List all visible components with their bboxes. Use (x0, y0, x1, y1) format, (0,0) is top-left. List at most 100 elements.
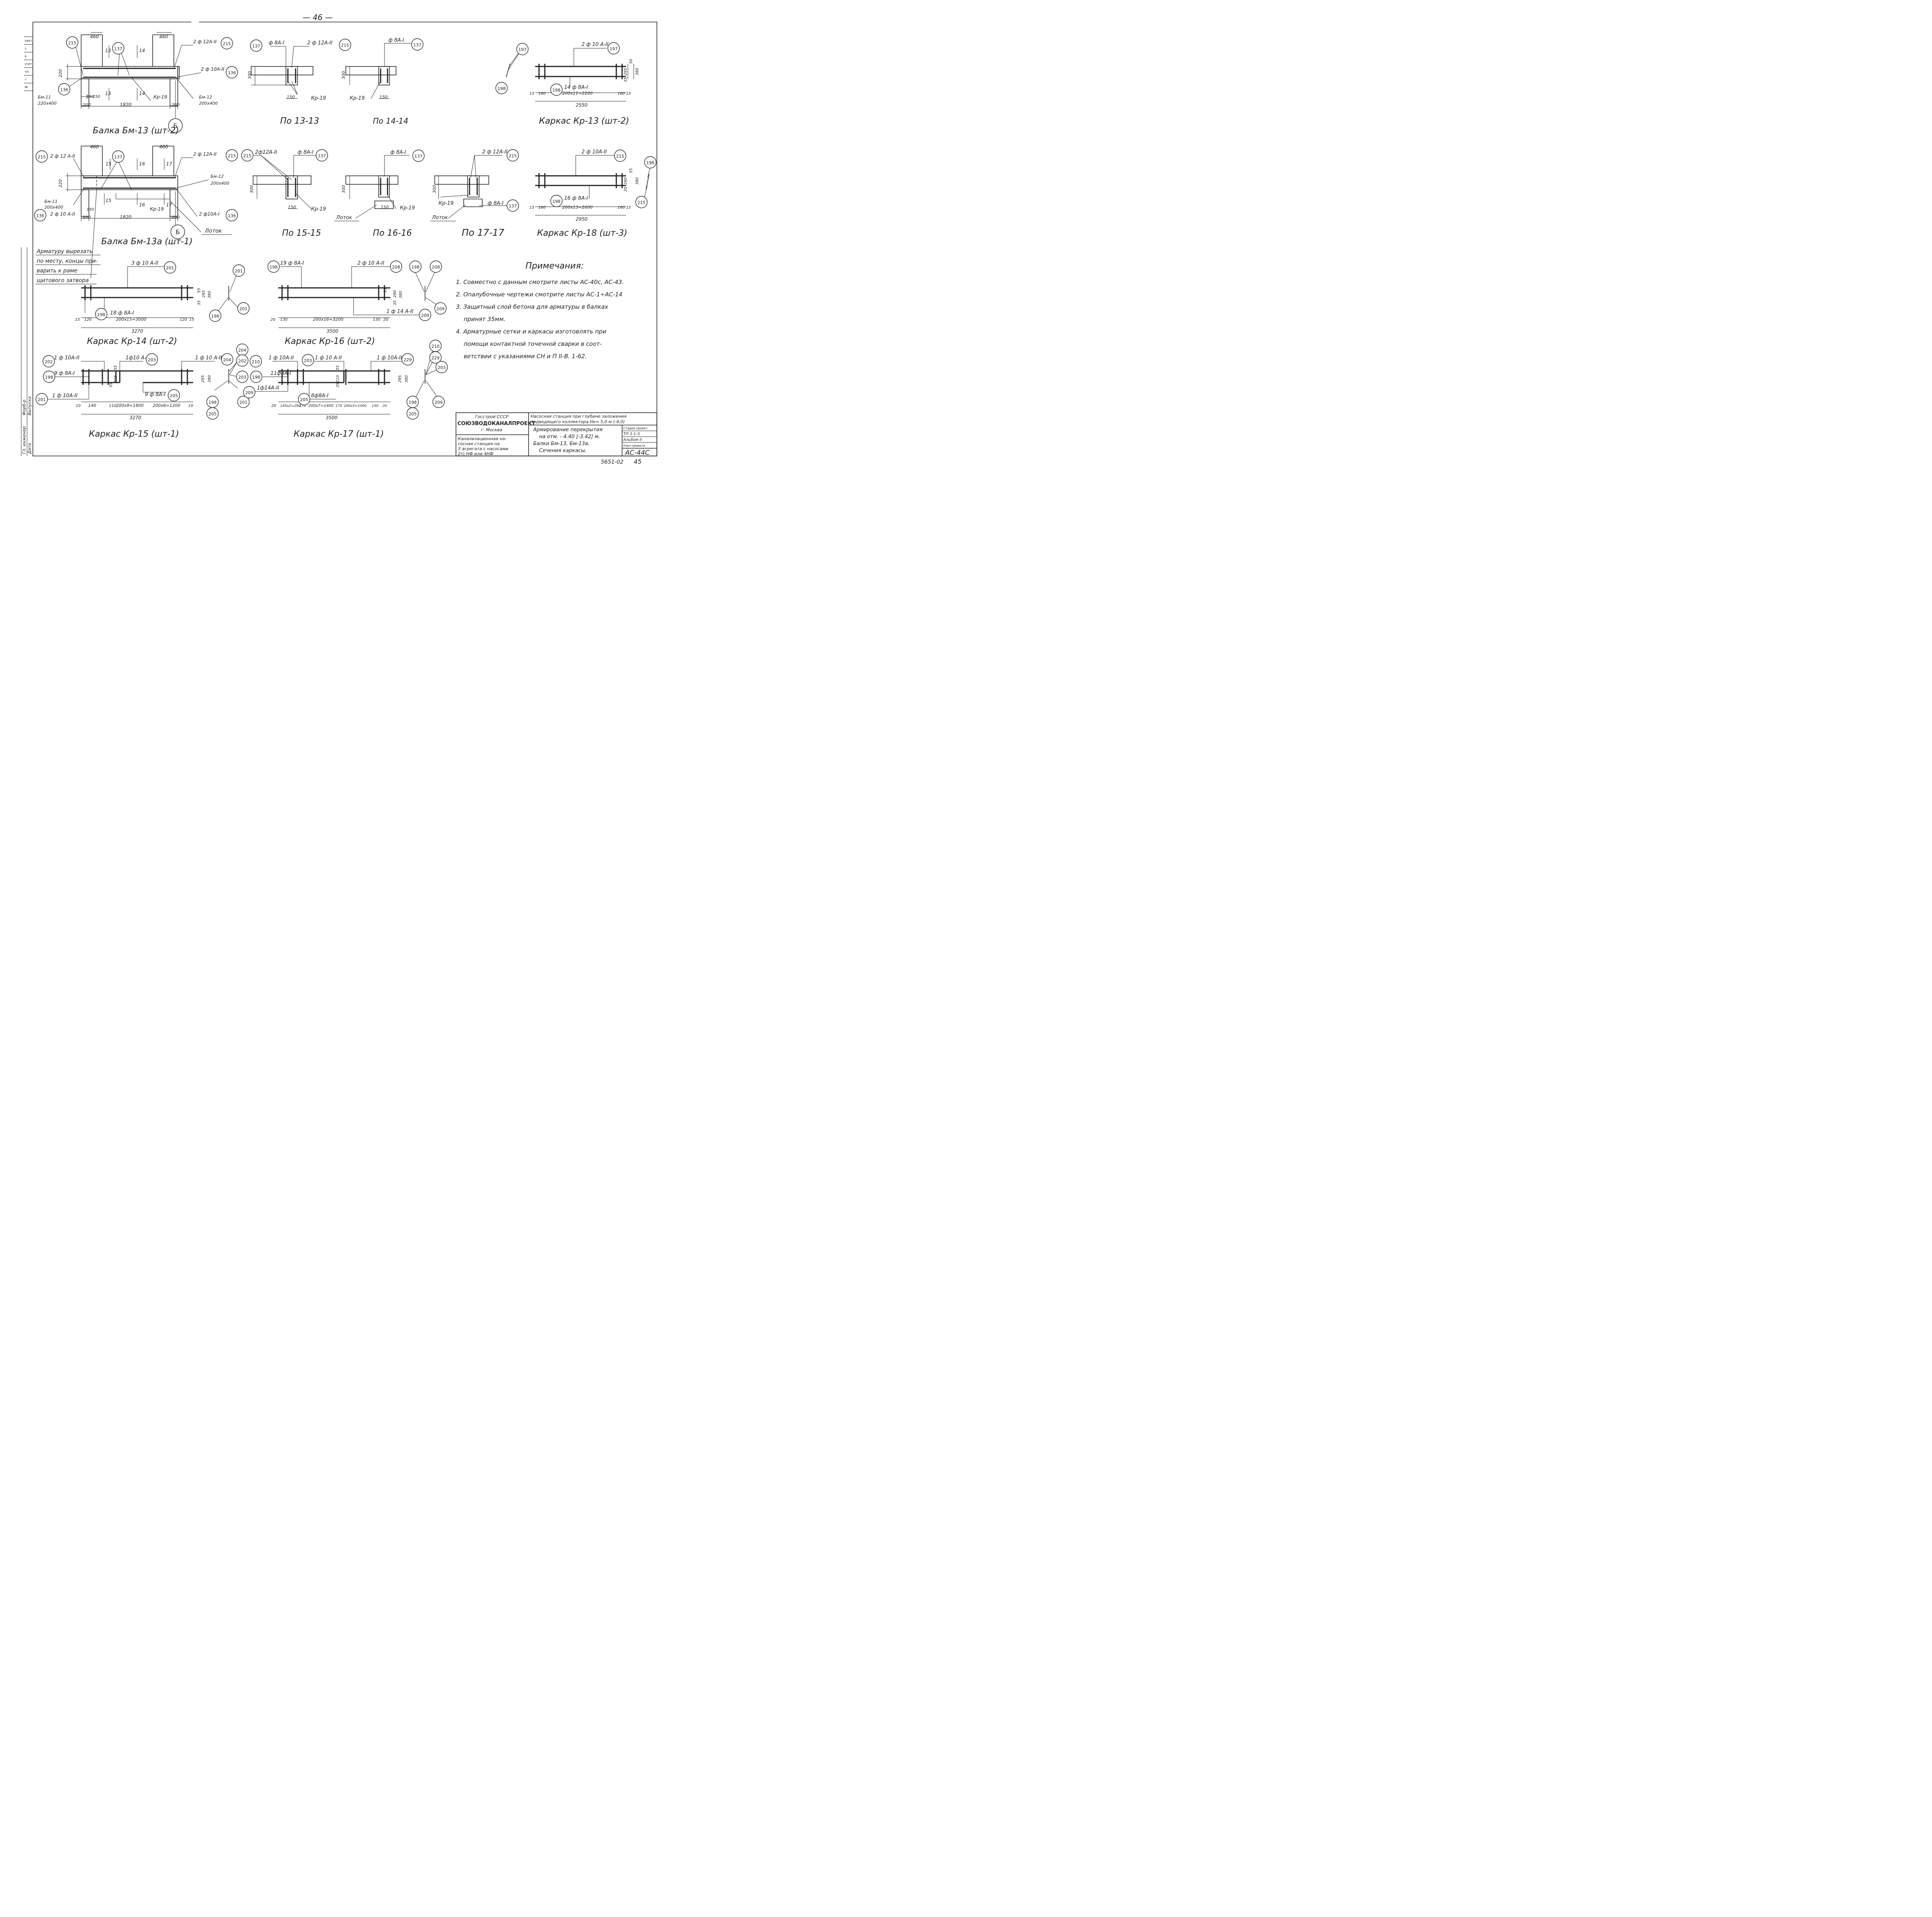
cut-note: Арматуру вырезать по месту, концы при- в… (36, 248, 100, 284)
kr17-mark-5: 205 (300, 397, 308, 402)
kr13-mark-1: 197 (610, 46, 618, 51)
tb-org-top: Госстрой СССР (475, 414, 509, 419)
kr17-dim-8: 170 (299, 404, 306, 408)
kr17-dim-11: 200х5=1000 (344, 404, 367, 408)
kr15-dim-1: 55 (114, 365, 118, 370)
kr13-dim-3: 380 (635, 68, 639, 75)
kr16-mark-4: 198 (412, 265, 420, 270)
stamp-line-3: Форб-р (22, 400, 27, 415)
sec16-label-3: Лоток (336, 215, 352, 221)
kr17-mark-8: 229 (432, 356, 440, 361)
bm13-mark-3: 215 (223, 41, 231, 46)
kr17-mark-10: 198 (409, 400, 417, 405)
strip-cell-5: ч/с (25, 70, 29, 73)
sec13-title: По 13-13 (280, 116, 319, 126)
strip-cell-4: учет (25, 62, 32, 66)
stamp-line-1: Гл. инженер (22, 426, 27, 454)
kr15-mark-6: 205 (170, 393, 178, 398)
beam-bm13-view: Б 460 460 220 150 150 200 1820 200 2 ф 1… (38, 32, 238, 136)
tb-sheet-title-1: Армирование перекрытия (533, 427, 602, 433)
sec13-mark-2: 215 (341, 43, 349, 48)
note-line-4: принят 35мм. (464, 316, 505, 323)
kr18-label-2: 16 ф 8А-I (564, 196, 588, 201)
sec15-mark-1: 215 (243, 153, 252, 158)
tb-station-2: сосная станция на (458, 441, 500, 446)
strip-cell-6: √ (25, 78, 27, 81)
sec17-label-3: ф 8А-I (488, 201, 503, 206)
kr15-mark-12: 201 (240, 400, 248, 405)
kr15-dim-12: 3270 (129, 415, 141, 420)
bm13a-label-15: 17 (166, 161, 172, 167)
kr17-dim-12: 150 (372, 404, 378, 408)
kr15-dim-10: 200х6=1200 (153, 403, 180, 408)
kr15-mark-9: 203 (238, 375, 247, 380)
kr18-dim-4: 35 (624, 187, 628, 192)
kr13-dim-2: 295 (624, 68, 628, 75)
kr15-label-1: 1 ф 10А-II (54, 355, 80, 361)
bm13-mark-5: 136 (60, 87, 68, 92)
bm13a-mark-5: 136 (36, 213, 44, 218)
bm13-mark-2: 137 (114, 46, 122, 51)
kr13-title: Каркас Кр-13 (шт-2) (539, 116, 629, 126)
left-strip: оект з в учет ч/с √ № Гл. инженер Дата Ф… (21, 36, 33, 456)
bm13-dim-4: 150 (87, 95, 94, 99)
kr15-mark-3: 204 (223, 357, 231, 362)
kr18-mark-3: 198 (646, 160, 655, 165)
tb-station-4: 2½ НФ или 4НФ (458, 451, 493, 456)
sec15-dim-2: 150 (288, 205, 296, 210)
bm13a-label-4: 200х400 (211, 181, 230, 186)
sec13-dim-2: 150 (287, 95, 295, 100)
bm13a-label-14: 16 (139, 202, 145, 208)
tb-sheet-title-3: Балки Бм-13, Бм-13а. (533, 441, 590, 447)
sec14-label-2: Кр-19 (350, 95, 365, 101)
bm13a-label-12: 15 (105, 198, 111, 203)
tb-inventory: 5651-02 (601, 459, 624, 465)
kr14-view: 55 295 380 35 15 120 200х15=3000 120 15 … (75, 260, 250, 346)
tb-station-3: 3 агрегата с насосами (458, 446, 508, 451)
tb-sheet-title-2: на отм. - 4.40 [-3.42] м. (539, 434, 600, 440)
kr13-dim-9: 15 (626, 92, 631, 96)
sec14-title: По 14-14 (373, 116, 408, 126)
strip-cell-7: № (25, 85, 28, 89)
tb-sheet-code: АС-44С (625, 449, 650, 457)
kr13-mark-4: 197 (519, 47, 527, 52)
strip-cell-1: оект (25, 39, 32, 43)
bm13a-label-8: 2 ф10А-I (199, 211, 220, 217)
tb-org: СОЮЗВОДОКАНАЛПРОЕКТ (457, 421, 535, 427)
kr15-mark-7: 204 (238, 348, 247, 353)
sec16-dim-2: 150 (381, 205, 389, 210)
kr16-mark-1: 198 (270, 265, 278, 270)
kr18-mark-1: 215 (616, 154, 624, 159)
sec15-mark-2: 137 (318, 153, 326, 158)
kr17-mark-11: 205 (409, 412, 417, 417)
bm13a-dim-2: 460 (159, 144, 168, 150)
sec16-mark-1: 137 (415, 154, 423, 159)
kr14-dim-8: 120 (180, 318, 187, 322)
kr17-label-6: 1 ф 10А-II (377, 355, 402, 361)
kr16-dim-3: 380 (399, 291, 403, 298)
kr13-dim-6: 160 (538, 92, 546, 96)
kr14-dim-2: 295 (202, 290, 206, 298)
kr13-mark-2: 198 (553, 88, 561, 93)
sec17-title: По 17-17 (462, 227, 505, 238)
kr15-view: 55 215 35 295 380 10 140 110 200х9=1800 … (36, 344, 250, 439)
note-line-3: 3. Защитный слой бетона для арматуры в б… (456, 303, 608, 310)
kr15-dim-4: 295 (201, 375, 205, 383)
kr16-mark-3: 209 (421, 313, 429, 318)
kr14-label-1: 3 ф 10 А-II (131, 260, 158, 266)
sec14-dim-1: 300 (341, 71, 346, 79)
kr13-label-1: 2 ф 10 А-II (582, 42, 609, 48)
sec16-title: По 16-16 (373, 228, 412, 238)
sec15-label-3: Кр-19 (311, 206, 326, 212)
tb-stage-1: Стадия проект. (623, 427, 648, 430)
kr17-mark-6: 229 (404, 357, 412, 362)
stamp-line-2: Дата (27, 443, 32, 454)
bm13a-label-13: 16 (139, 161, 145, 167)
kr15-label-3: 1 ф 10 А-II (195, 355, 222, 361)
kr17-dim-9: 200х7=1400 (308, 404, 333, 408)
kr18-dim-8: 160 (617, 206, 625, 210)
bm13a-axis: Б (176, 228, 180, 236)
cut-note-line-3: варить к раме (37, 268, 77, 274)
kr17-dim-3: 35 (336, 383, 340, 388)
kr17-mark-7: 210 (432, 344, 440, 349)
